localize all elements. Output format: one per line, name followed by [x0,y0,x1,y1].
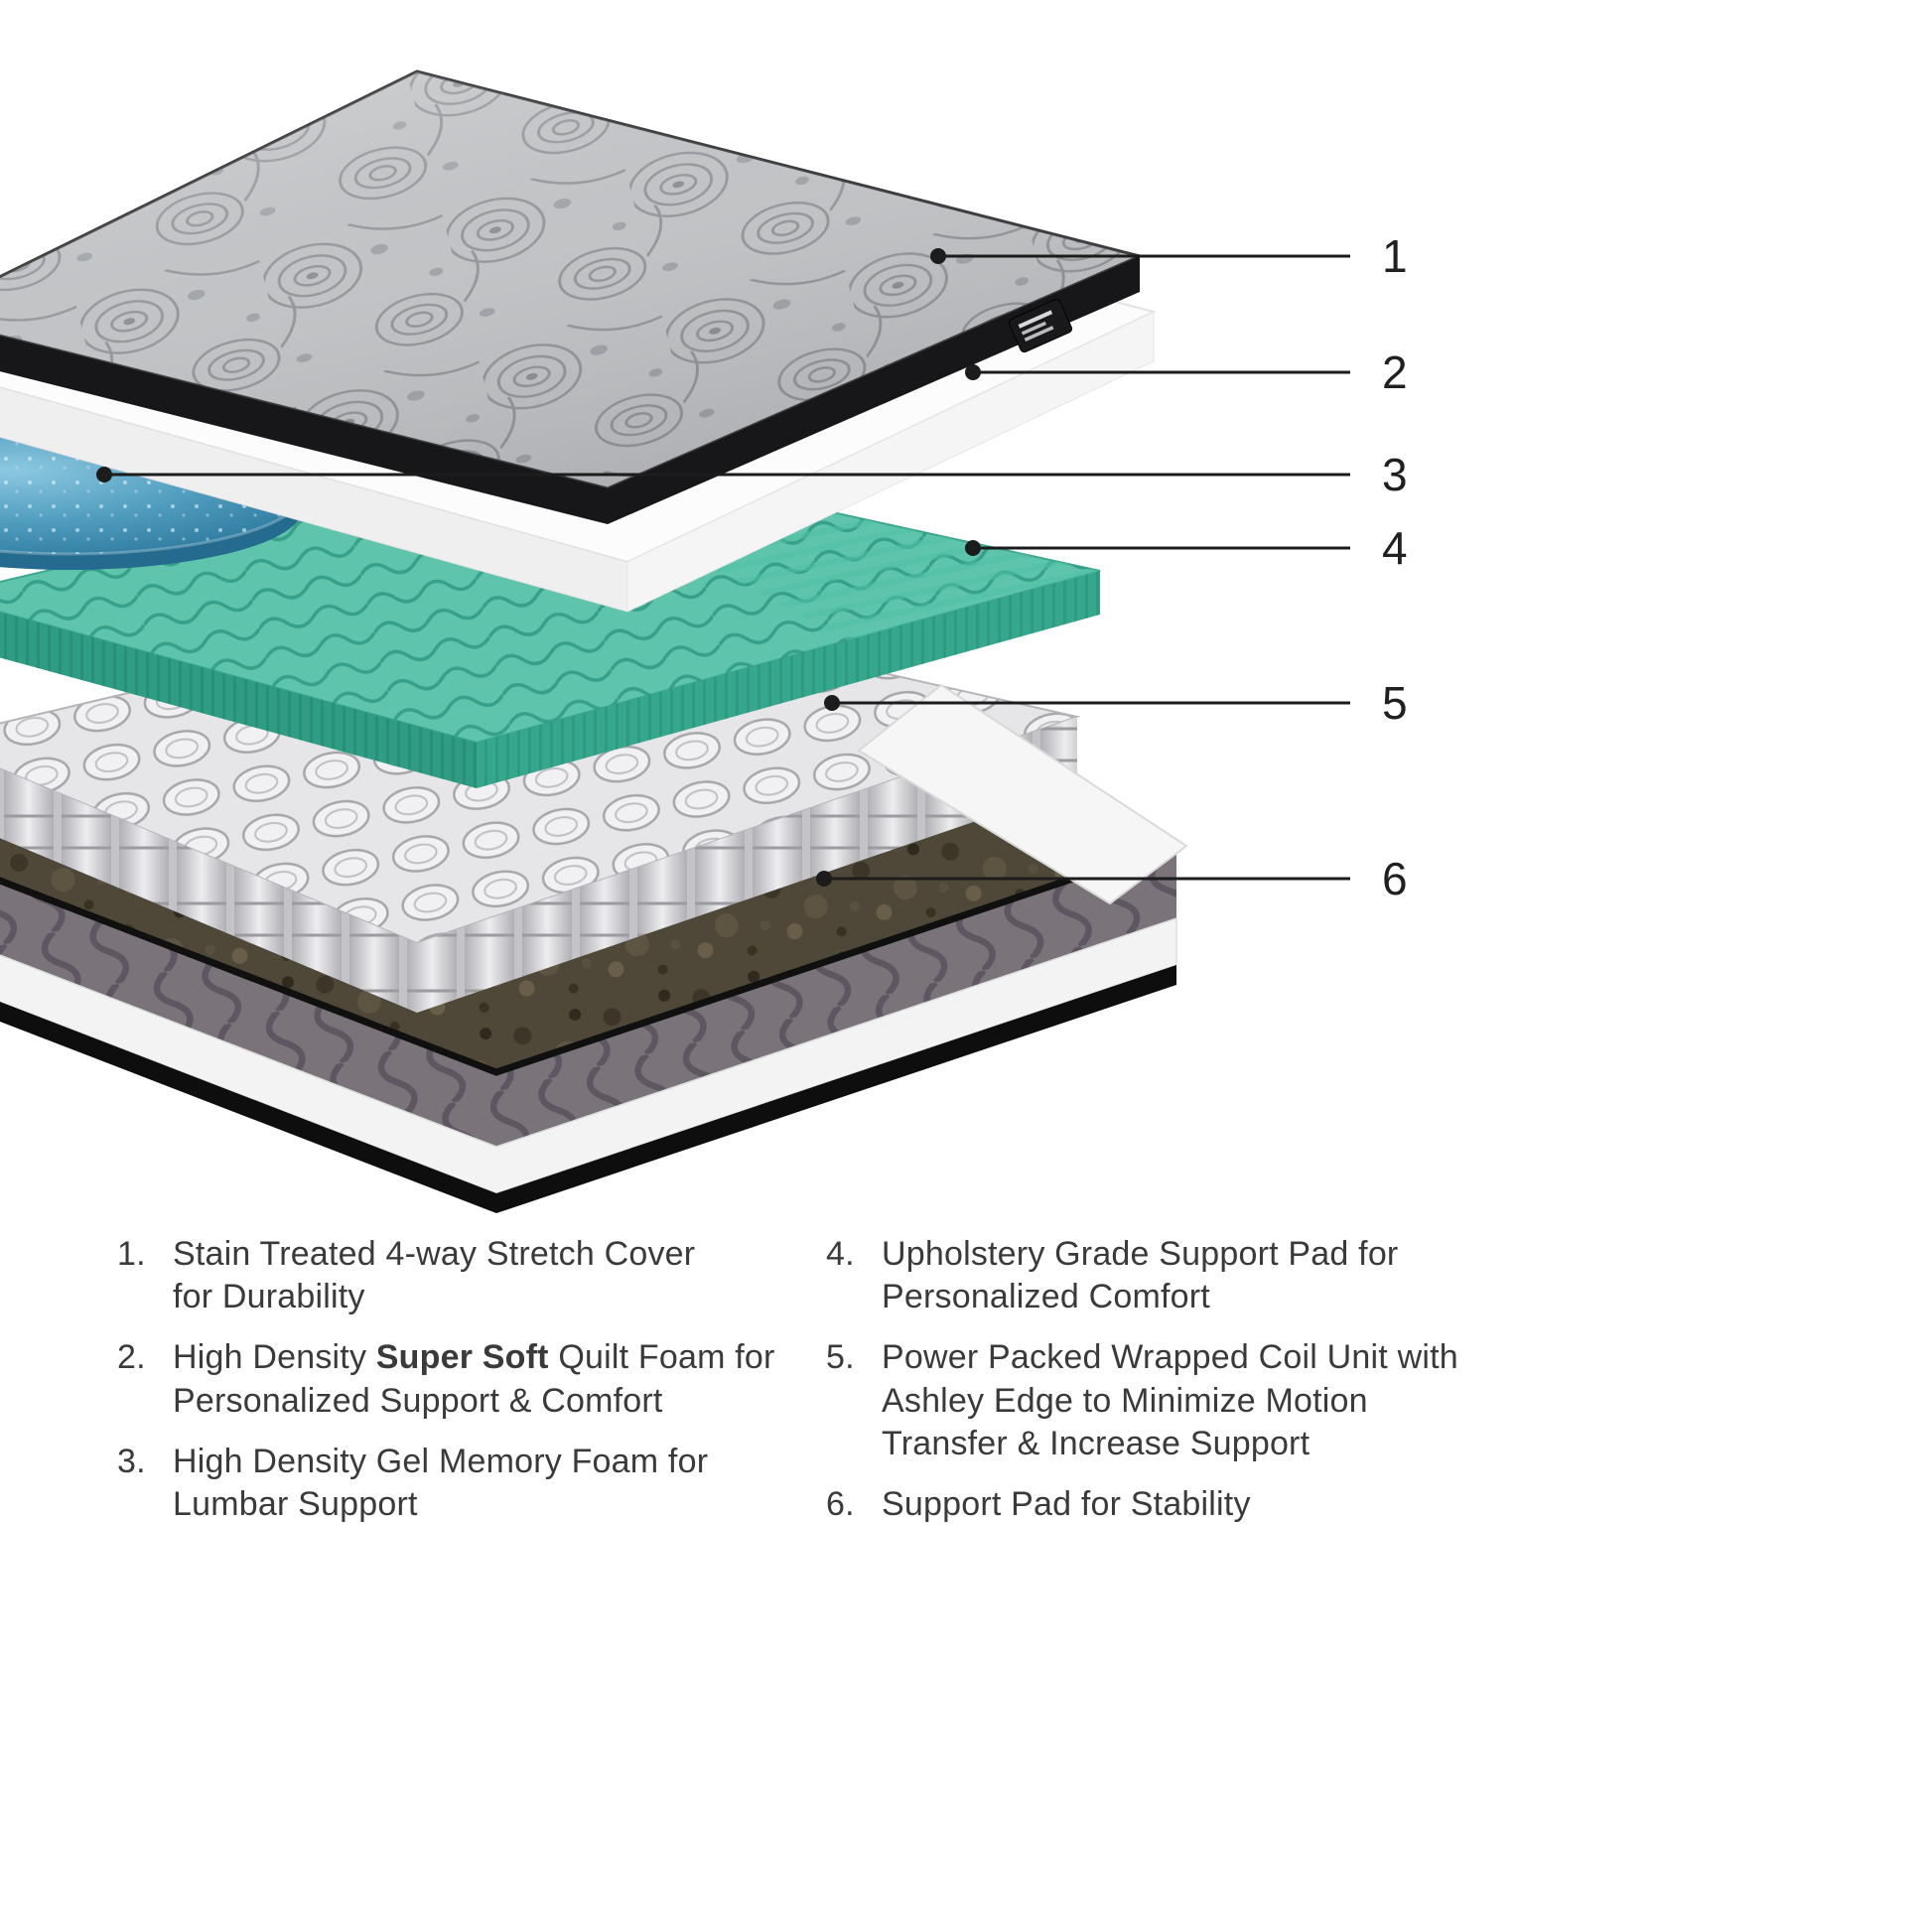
legend-item-text: High Density Gel Memory Foam for Lumbar … [173,1442,709,1523]
callout-3 [96,467,1350,483]
legend-item-6: 6. Support Pad for Stability [826,1483,1581,1526]
callout-dot [965,364,981,380]
brand-tag [1008,299,1073,353]
legend-item-number: 6. [826,1484,855,1523]
legend-item-text-bold: Super Soft [375,1338,549,1377]
callout-numbers: 1 2 3 4 5 6 [1382,230,1408,904]
legend-column-right: 4. Upholstery Grade Support Pad for Pers… [826,1233,1581,1544]
quilt-cover-shading [0,71,1140,488]
legend-item-text: Support Pad for Stability [882,1484,1251,1523]
callout-dot [965,540,981,556]
legend-item-number: 2. [117,1338,146,1377]
layer-1-quilt-cover [0,69,1145,524]
legend-item-number: 1. [117,1235,146,1273]
callout-dot [824,695,840,711]
callout-lines [96,248,1350,887]
callout-number: 1 [1382,230,1408,282]
coil-unit-front-right [417,717,1077,1013]
support-pad-side-right-ridges [477,571,1100,788]
quilt-cover-border-band [0,256,1140,524]
legend-item-number: 5. [826,1338,855,1377]
callout-number: 3 [1382,449,1408,500]
legend-item-3: 3. High Density Gel Memory Foam for Lumb… [117,1441,826,1526]
callout-number: 4 [1382,522,1408,574]
legend: 1. Stain Treated 4-way Stretch Cover for… [117,1233,1626,1544]
legend-item-text-post: Quilt Foam for Personalized Support & Co… [173,1338,775,1420]
callout-dot [96,467,112,483]
callout-5 [824,695,1350,711]
legend-item-text: Power Packed Wrapped Coil Unit with Ashl… [882,1338,1458,1462]
support-pad-side-left-ridges [0,612,477,788]
quilt-foam-side-right [626,311,1155,613]
legend-item-1: 1. Stain Treated 4-way Stretch Cover for… [117,1233,826,1318]
legend-item-4: 4. Upholstery Grade Support Pad for Pers… [826,1233,1581,1318]
legend-item-number: 4. [826,1235,855,1273]
base-side-cover [0,844,1176,1147]
legend-item-text: Stain Treated 4-way Stretch Cover for Du… [173,1235,696,1316]
callout-number: 6 [1382,853,1408,904]
callout-1 [930,248,1350,264]
callout-dot [930,248,946,264]
callout-number: 5 [1382,677,1408,729]
legend-item-number: 3. [117,1442,146,1480]
callout-dot [816,871,832,887]
legend-item-text: High Density Super Soft Quilt Foam for P… [173,1336,775,1422]
callout-number: 2 [1382,346,1408,398]
callout-6 [816,871,1350,887]
base-top-binding [0,840,1178,1076]
legend-column-left: 1. Stain Treated 4-way Stretch Cover for… [117,1233,826,1544]
legend-item-text-pre: High Density [173,1338,376,1377]
callout-2 [965,364,1350,380]
legend-item-text: Upholstery Grade Support Pad for Persona… [882,1235,1399,1316]
legend-item-2: 2. High Density Super Soft Quilt Foam fo… [117,1336,826,1422]
callout-4 [965,540,1350,556]
legend-item-5: 5. Power Packed Wrapped Coil Unit with A… [826,1336,1581,1465]
base-bottom-edge [0,965,1176,1213]
edge-support-foam [857,683,1188,905]
coil-unit-front-left [0,768,417,1013]
